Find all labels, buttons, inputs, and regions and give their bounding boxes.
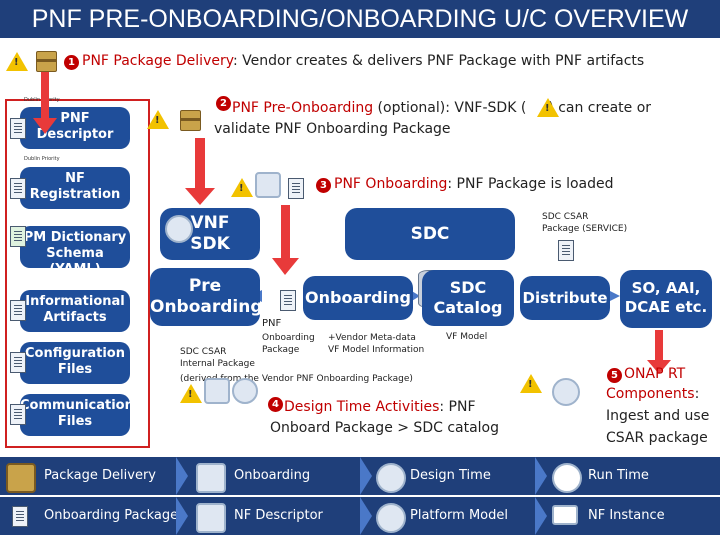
chevron-right-icon (360, 497, 372, 535)
arrow-step1-down (41, 72, 49, 118)
step-3-badge: 3 (316, 178, 331, 193)
step-4-text-line1: Design Time Activities: PNF (284, 399, 476, 415)
step-4-text-line2: Onboard Package > SDC catalog (270, 420, 500, 436)
onboarding-package-label: Onboarding Package (262, 333, 315, 355)
design-time-icon (232, 378, 258, 404)
warning-icon (520, 374, 542, 393)
document-icon (10, 300, 26, 321)
onboarding-icon (204, 378, 230, 404)
step-2-text-line1: PNF Pre-Onboarding (optional): VNF-SDK (… (232, 100, 652, 116)
chevron-right-icon (176, 497, 188, 535)
configuration-files-box: Configuration Files (20, 342, 130, 384)
document-icon (12, 506, 28, 527)
run-time-icon (552, 378, 580, 406)
warning-icon (180, 384, 202, 403)
arrow-h4 (608, 290, 620, 302)
document-icon (10, 178, 26, 199)
document-icon (10, 118, 26, 139)
vf-model-label: VF Model (446, 332, 488, 342)
step-5-term: ONAP RT (624, 366, 686, 382)
chevron-right-icon (535, 457, 547, 495)
legend-onboarding-package: Onboarding Package (44, 508, 179, 523)
document-icon (280, 290, 296, 311)
chevron-right-icon (176, 457, 188, 495)
artifacts-outline (5, 99, 150, 448)
step-5-badge: 5 (607, 368, 622, 383)
document-icon (10, 226, 26, 247)
distribute-block: Distribute (520, 276, 610, 320)
package-icon (180, 110, 201, 131)
vnf-sdk-person-icon (165, 215, 193, 243)
step-3-text: PNF Onboarding: PNF Package is loaded (334, 176, 614, 192)
nf-instance-icon (552, 505, 578, 525)
onboarding-icon (196, 463, 226, 493)
vendor-metadata-label: +Vendor Meta-data VF Model Information (328, 333, 425, 355)
legend-onboarding: Onboarding (234, 468, 311, 483)
step-2-badge: 2 (216, 96, 231, 111)
arrow-step5-head (647, 360, 671, 374)
onboarding-block: Onboarding (303, 276, 413, 320)
sdc-catalog-block: SDC Catalog (422, 270, 514, 326)
legend-package-delivery: Package Delivery (44, 468, 156, 483)
legend-nf-descriptor: NF Descriptor (234, 508, 323, 523)
step-4-badge: 4 (268, 397, 283, 412)
pnf-descriptor-box: PNF Descriptor (20, 107, 130, 149)
arrow-preonboarding-shaft (195, 138, 205, 188)
package-icon (6, 463, 36, 493)
warning-icon (231, 178, 253, 197)
derived-label: (derived from the Vendor PNF Onboarding … (180, 374, 413, 384)
descriptor-icon (196, 503, 226, 533)
arrow-step5-shaft (655, 330, 663, 360)
warning-icon (6, 52, 28, 71)
sdc-csar-service-label: SDC CSAR Package (SERVICE) (542, 212, 628, 234)
legend-design-time: Design Time (410, 468, 491, 483)
step-5-line4: CSAR package (606, 430, 708, 446)
step-5-line2: Components: (606, 386, 700, 402)
arrow-preonboarding-head (185, 188, 215, 205)
document-icon (10, 352, 26, 373)
legend-platform-model: Platform Model (410, 508, 508, 523)
informational-artifacts-box: Informational Artifacts (20, 290, 130, 332)
communication-files-box: Communication Files (20, 394, 134, 436)
so-aai-dcae-block: SO, AAI, DCAE etc. (620, 270, 712, 328)
pm-dictionary-box: PM Dictionary Schema (YAML) (20, 226, 130, 277)
package-icon (36, 51, 57, 72)
legend-run-time: Run Time (588, 468, 649, 483)
sdc-csar-internal-label: SDC CSAR Internal Package (180, 347, 255, 369)
document-icon (288, 178, 304, 199)
page-title: PNF PRE-ONBOARDING/ONBOARDING U/C OVERVI… (0, 0, 720, 38)
chevron-right-icon (535, 497, 547, 535)
arrow-step1-head (33, 118, 57, 134)
design-time-icon (376, 463, 406, 493)
pnf-label: PNF (262, 318, 282, 329)
step-2-text-line2: validate PNF Onboarding Package (214, 121, 451, 137)
step-1-text: PNF Package Delivery: Vendor creates & d… (82, 53, 645, 69)
document-icon (10, 404, 26, 425)
onboarding-icon (255, 172, 281, 198)
arrow-onboarding-head (272, 258, 299, 275)
warning-icon (147, 110, 169, 129)
platform-model-icon (376, 503, 406, 533)
vnf-sdk-icon (537, 98, 559, 117)
pre-onboarding-block: Pre Onboarding (150, 268, 263, 326)
document-icon (558, 240, 574, 261)
sdc-block: SDC (345, 208, 515, 260)
chevron-right-icon (360, 457, 372, 495)
run-time-icon (552, 463, 582, 493)
arrow-onboarding-shaft (281, 205, 290, 260)
step-5-line3: Ingest and use (606, 408, 710, 424)
nf-registration-box: NF Registration (20, 167, 130, 209)
step-1-badge: 1 (64, 55, 79, 70)
legend-nf-instance: NF Instance (588, 508, 665, 523)
dublin-priority-caption-2: Dublin Priority (24, 156, 60, 162)
